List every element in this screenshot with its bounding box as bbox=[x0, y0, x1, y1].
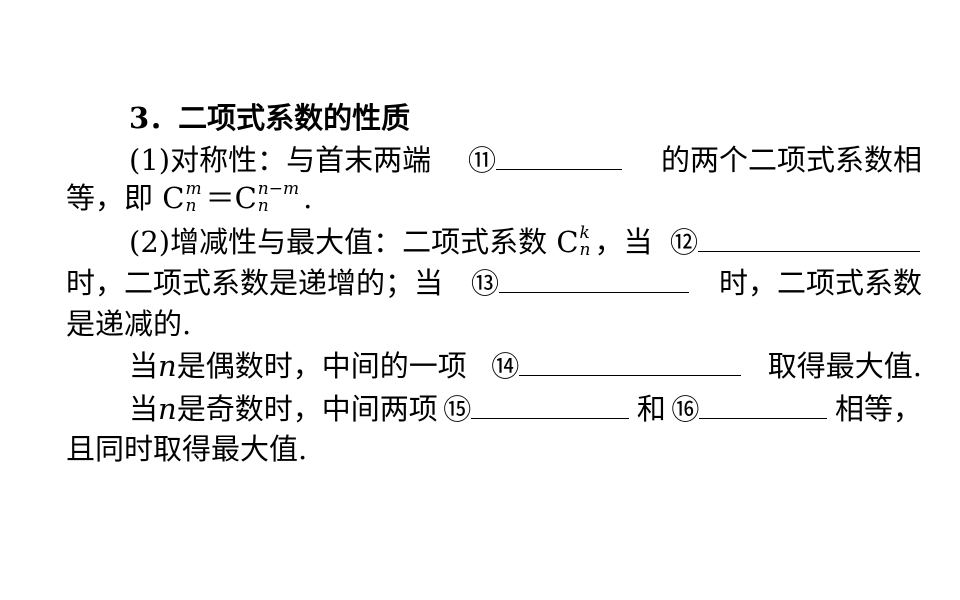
fill-blank-16[interactable] bbox=[699, 389, 828, 419]
combination-symbol: C bbox=[556, 225, 579, 259]
fill-blank-11[interactable] bbox=[496, 140, 623, 170]
superscript-m: m bbox=[185, 179, 202, 199]
subscript-n: n bbox=[185, 196, 197, 216]
even-n-text: 是偶数时，中间的一项 bbox=[176, 349, 467, 383]
decreasing-line: 是递减的. bbox=[66, 307, 192, 341]
odd-n-line: 当n是奇数时，中间两项 ⑮ 和 ⑯ 相等， bbox=[129, 389, 922, 429]
blank-11-group: ⑪ bbox=[468, 140, 624, 181]
combination-symbol: C bbox=[234, 181, 257, 215]
increasing-text: 时，二项式系数是递增的；当 bbox=[66, 266, 444, 300]
even-n-line: 当n是偶数时，中间的一项 ⑭ 取得最大值. bbox=[129, 346, 922, 386]
when-label: 当 bbox=[129, 392, 159, 426]
and-text: 和 bbox=[636, 392, 666, 426]
section-heading: 3．二项式系数的性质 bbox=[129, 101, 411, 135]
odd-n-intro: 当n是奇数时，中间两项 bbox=[129, 389, 438, 429]
variable-n: n bbox=[158, 392, 177, 426]
blank-12-group: ⑫ bbox=[670, 222, 922, 263]
blank-13-group: ⑬ bbox=[471, 263, 691, 304]
symmetry-tail: 的两个二项式系数相 bbox=[660, 143, 922, 177]
fill-blank-13[interactable] bbox=[499, 263, 689, 293]
equal-text: 相等， bbox=[834, 392, 922, 426]
superscript-k: k bbox=[579, 223, 590, 243]
fill-blank-15[interactable] bbox=[471, 389, 630, 419]
monotonicity-text: (2)增减性与最大值：二项式系数 bbox=[129, 225, 548, 259]
when-text: ，当 bbox=[594, 225, 653, 259]
subscript-n: n bbox=[257, 196, 269, 216]
odd-n-text: 是奇数时，中间两项 bbox=[176, 392, 438, 426]
blank-15-group: ⑮ bbox=[443, 389, 631, 430]
symmetry-line: (1)对称性：与首末两端 ⑪ 的两个二项式系数相 bbox=[129, 140, 922, 180]
blank-14-group: ⑭ bbox=[491, 346, 743, 387]
subscript-n: n bbox=[579, 240, 591, 260]
even-n-tail: 取得最大值. bbox=[767, 349, 922, 383]
fill-blank-14[interactable] bbox=[519, 346, 742, 376]
formula-prefix: 等，即 bbox=[66, 181, 154, 215]
circled-number-15: ⑮ bbox=[443, 393, 472, 426]
blank-16-group: ⑯ bbox=[671, 389, 829, 430]
circled-number-14: ⑭ bbox=[491, 350, 520, 383]
even-n-intro: 当n是偶数时，中间的一项 bbox=[129, 346, 467, 386]
variable-n: n bbox=[158, 349, 177, 383]
when-label: 当 bbox=[129, 349, 159, 383]
symmetry-intro: (1)对称性：与首末两端 bbox=[129, 143, 432, 177]
equals-sign: ＝ bbox=[205, 181, 235, 215]
circled-number-13: ⑬ bbox=[470, 267, 499, 300]
formula-period: . bbox=[303, 181, 313, 215]
circled-number-11: ⑪ bbox=[468, 144, 497, 177]
superscript-n-minus-m: n−m bbox=[257, 179, 300, 199]
combination-symbol: C bbox=[162, 181, 185, 215]
increasing-tail: 时，二项式系数 bbox=[718, 266, 922, 300]
circled-number-16: ⑯ bbox=[671, 393, 700, 426]
maximum-line: 且同时取得最大值. bbox=[66, 432, 308, 466]
increasing-line: 时，二项式系数是递增的；当 ⑬ 时，二项式系数 bbox=[66, 263, 922, 303]
circled-number-12: ⑫ bbox=[669, 226, 698, 259]
fill-blank-12[interactable] bbox=[698, 222, 920, 252]
